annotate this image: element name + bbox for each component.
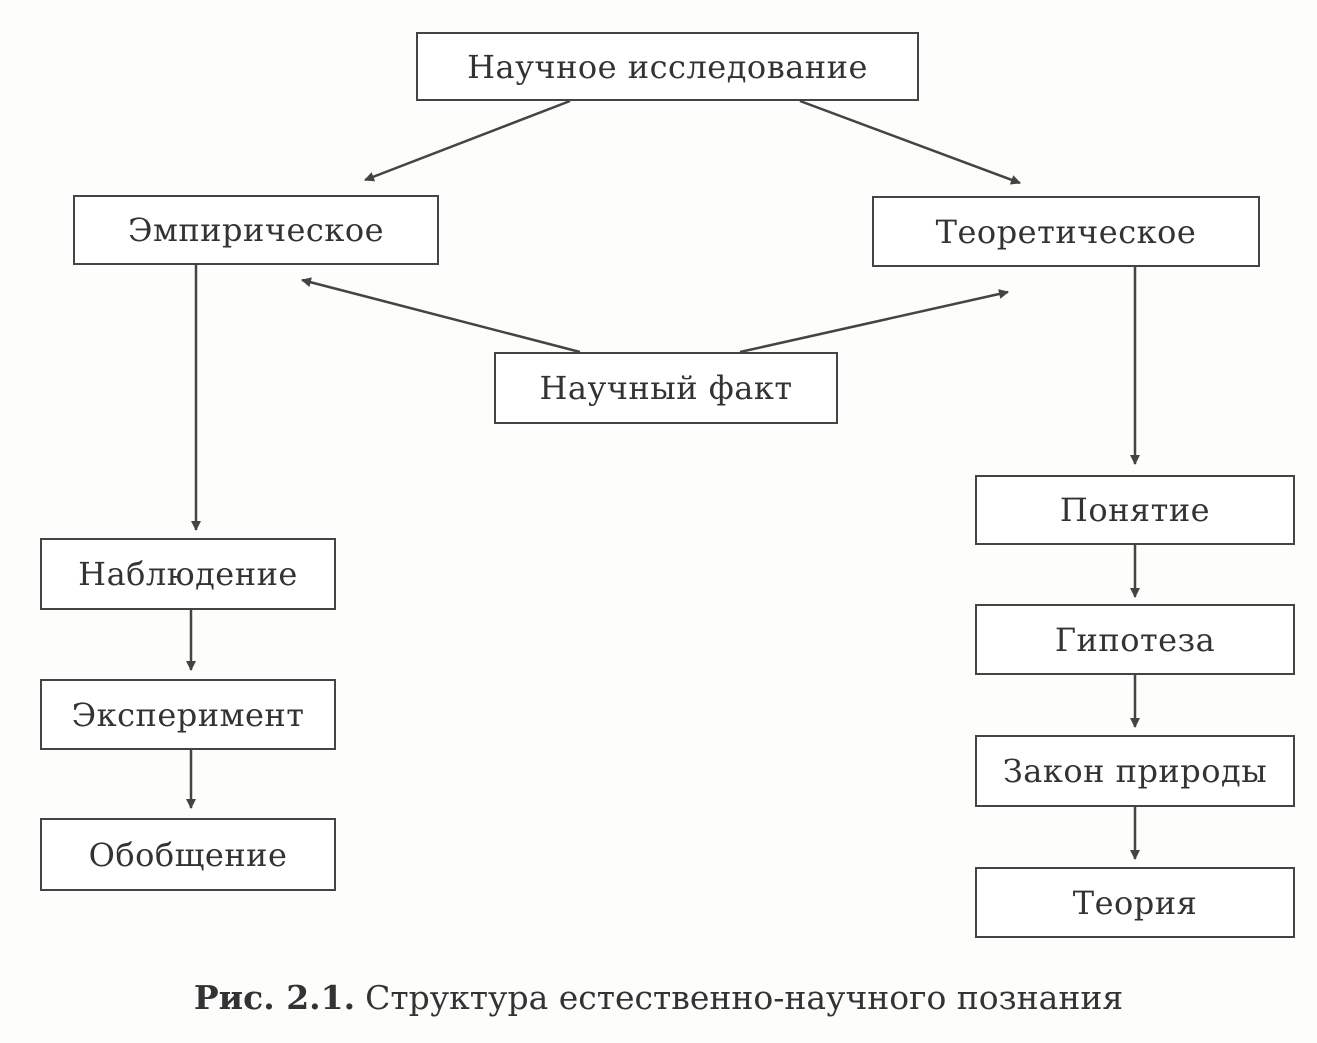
node-hypothesis: Гипотеза bbox=[975, 604, 1295, 675]
node-empirical: Эмпирическое bbox=[73, 195, 439, 265]
arrow-research-theoretical bbox=[799, 99, 1021, 185]
node-research: Научное исследование bbox=[416, 32, 919, 101]
node-observation: Наблюдение bbox=[40, 538, 336, 610]
node-generalization: Обобщение bbox=[40, 818, 336, 891]
node-theory: Теория bbox=[975, 867, 1295, 938]
node-law-of-nature: Закон природы bbox=[975, 735, 1295, 807]
arrow-research-empirical bbox=[364, 99, 571, 182]
node-scientific-fact: Научный факт bbox=[494, 352, 838, 424]
node-experiment: Эксперимент bbox=[40, 679, 336, 750]
caption-text: Структура естественно-научного познания bbox=[365, 978, 1124, 1017]
edge-layer bbox=[186, 99, 1140, 860]
arrow-fact-empirical bbox=[301, 277, 581, 354]
node-concept: Понятие bbox=[975, 475, 1295, 545]
arrow-fact-theoretical bbox=[739, 289, 1009, 354]
figure-caption: Рис. 2.1.Структура естественно-научного … bbox=[0, 978, 1317, 1017]
node-theoretical: Теоретическое bbox=[872, 196, 1260, 267]
caption-label: Рис. 2.1. bbox=[193, 978, 356, 1017]
